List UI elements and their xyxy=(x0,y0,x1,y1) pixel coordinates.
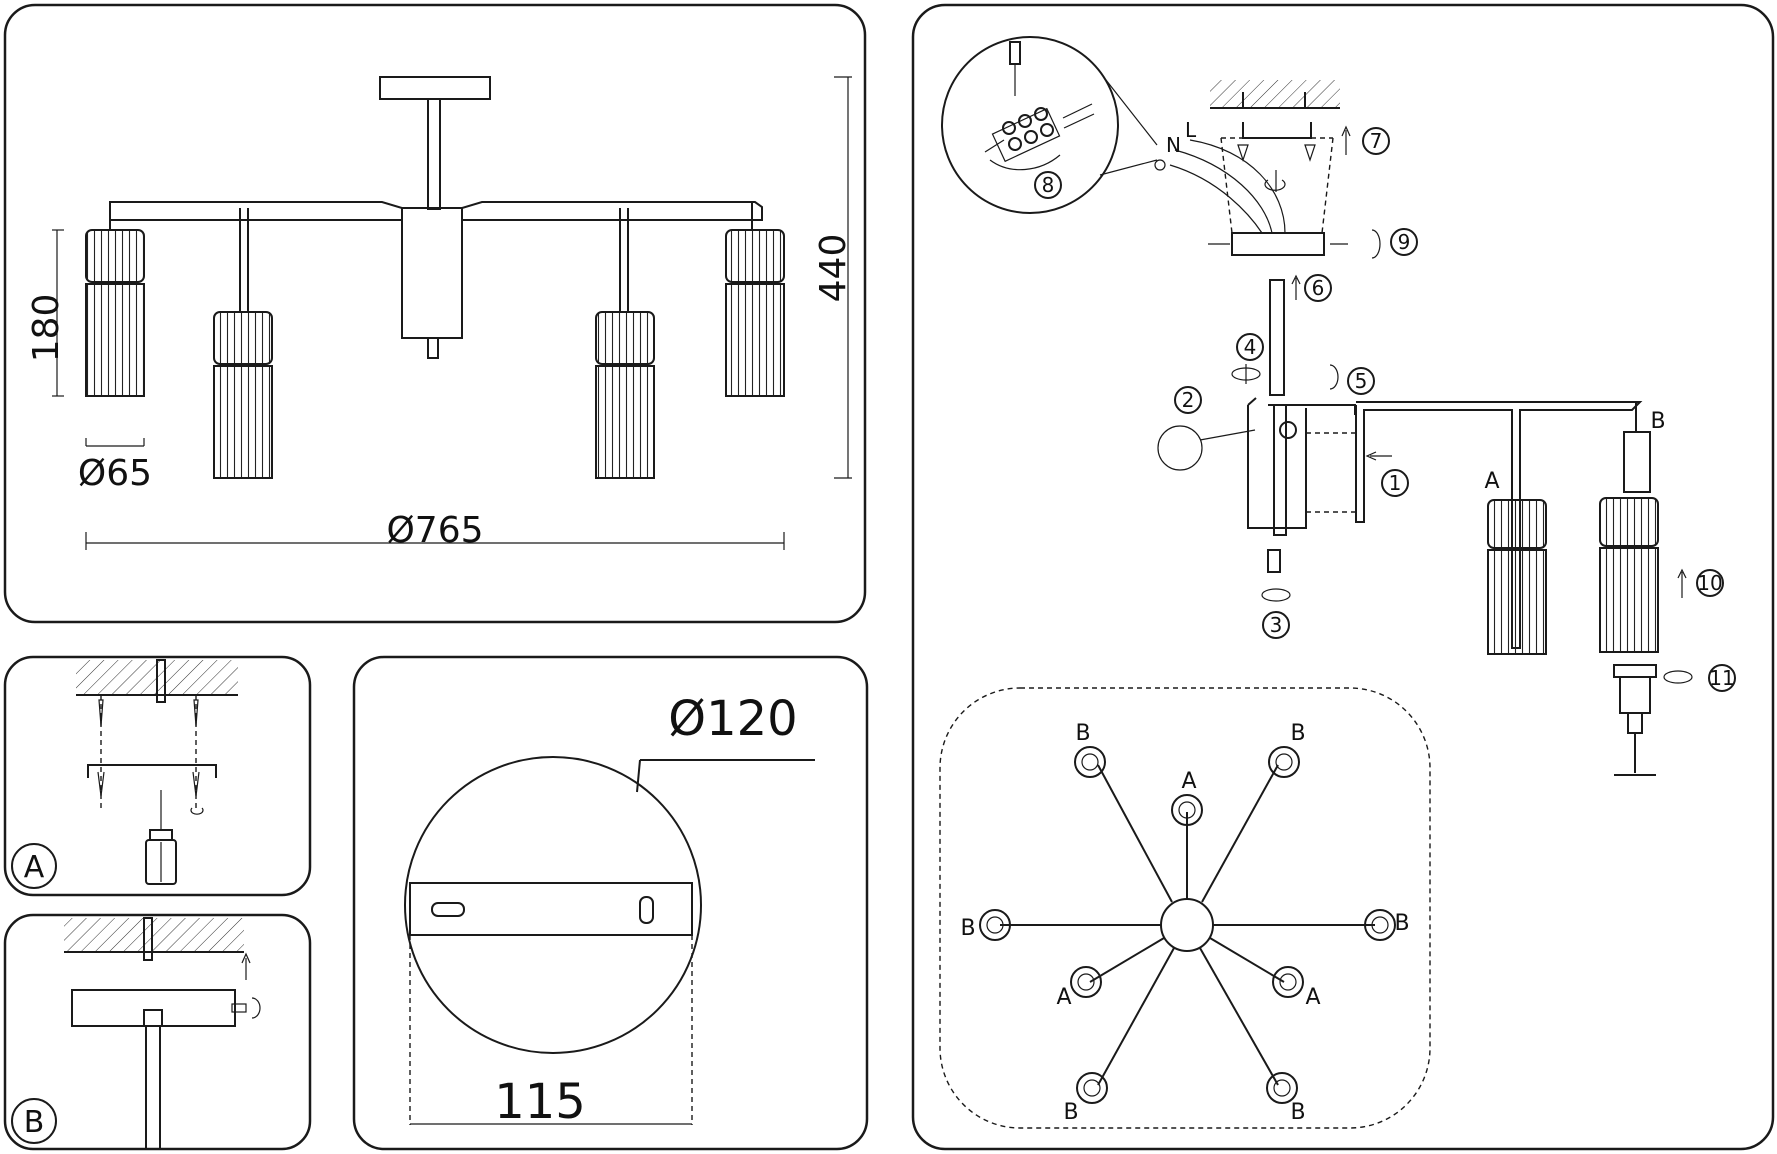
step-4: 4 xyxy=(1244,335,1257,359)
top-label-b-bottom-left: B xyxy=(1063,1100,1078,1125)
top-label-a-left: A xyxy=(1056,985,1071,1010)
dimension-panel: 180 Ø65 Ø765 440 xyxy=(3,3,867,624)
mounting-panel-a: A xyxy=(3,655,312,897)
mounting-panel-b: B xyxy=(3,913,312,1151)
wire-n-label: N xyxy=(1166,133,1181,157)
top-label-b-right: B xyxy=(1394,911,1409,936)
step-3: 3 xyxy=(1270,613,1283,637)
step-5: 5 xyxy=(1355,369,1368,393)
assembly-panel: 8 7 N L 9 xyxy=(911,3,1775,1151)
step-1: 1 xyxy=(1389,471,1402,495)
canopy-panel: Ø120 115 xyxy=(352,655,869,1151)
shade-label-a: A xyxy=(1484,469,1499,494)
shade-far-right xyxy=(725,229,785,397)
top-view-arms xyxy=(1000,764,1375,1086)
dim-bracket-width: 115 xyxy=(494,1074,586,1130)
dim-canopy-diameter: Ø120 xyxy=(668,691,797,747)
step-10: 10 xyxy=(1697,571,1722,595)
screwdriver-icon xyxy=(145,790,177,885)
top-label-a-right: A xyxy=(1305,985,1320,1010)
top-label-b-bottom-right: B xyxy=(1290,1100,1305,1125)
top-label-a-top: A xyxy=(1181,769,1196,794)
step-6: 6 xyxy=(1312,276,1325,300)
panel-label-a: A xyxy=(24,850,45,885)
step-7: 7 xyxy=(1370,129,1383,153)
dim-diameter-65: Ø65 xyxy=(78,453,152,494)
wire-l-label: L xyxy=(1185,118,1197,142)
top-label-b-left: B xyxy=(960,916,975,941)
step-11: 11 xyxy=(1709,666,1734,690)
panel-label-b: B xyxy=(24,1105,45,1140)
top-label-b-top-right: B xyxy=(1290,721,1305,746)
shade-inner-right xyxy=(595,311,655,479)
shade-inner-left xyxy=(213,311,273,479)
top-view-layout: B B A B B A A B B xyxy=(939,687,1431,1129)
top-label-b-top-left: B xyxy=(1075,721,1090,746)
top-view-sockets xyxy=(979,746,1396,1104)
dim-height-180: 180 xyxy=(26,294,67,363)
dim-height-440: 440 xyxy=(813,234,854,303)
shade-far-left xyxy=(85,229,145,397)
shade-label-b: B xyxy=(1650,409,1665,434)
step-8: 8 xyxy=(1042,173,1055,197)
wiring-detail-bubble: 8 xyxy=(941,36,1158,214)
step-2: 2 xyxy=(1182,388,1195,412)
step-9: 9 xyxy=(1398,230,1411,254)
dim-diameter-765: Ø765 xyxy=(386,510,483,551)
